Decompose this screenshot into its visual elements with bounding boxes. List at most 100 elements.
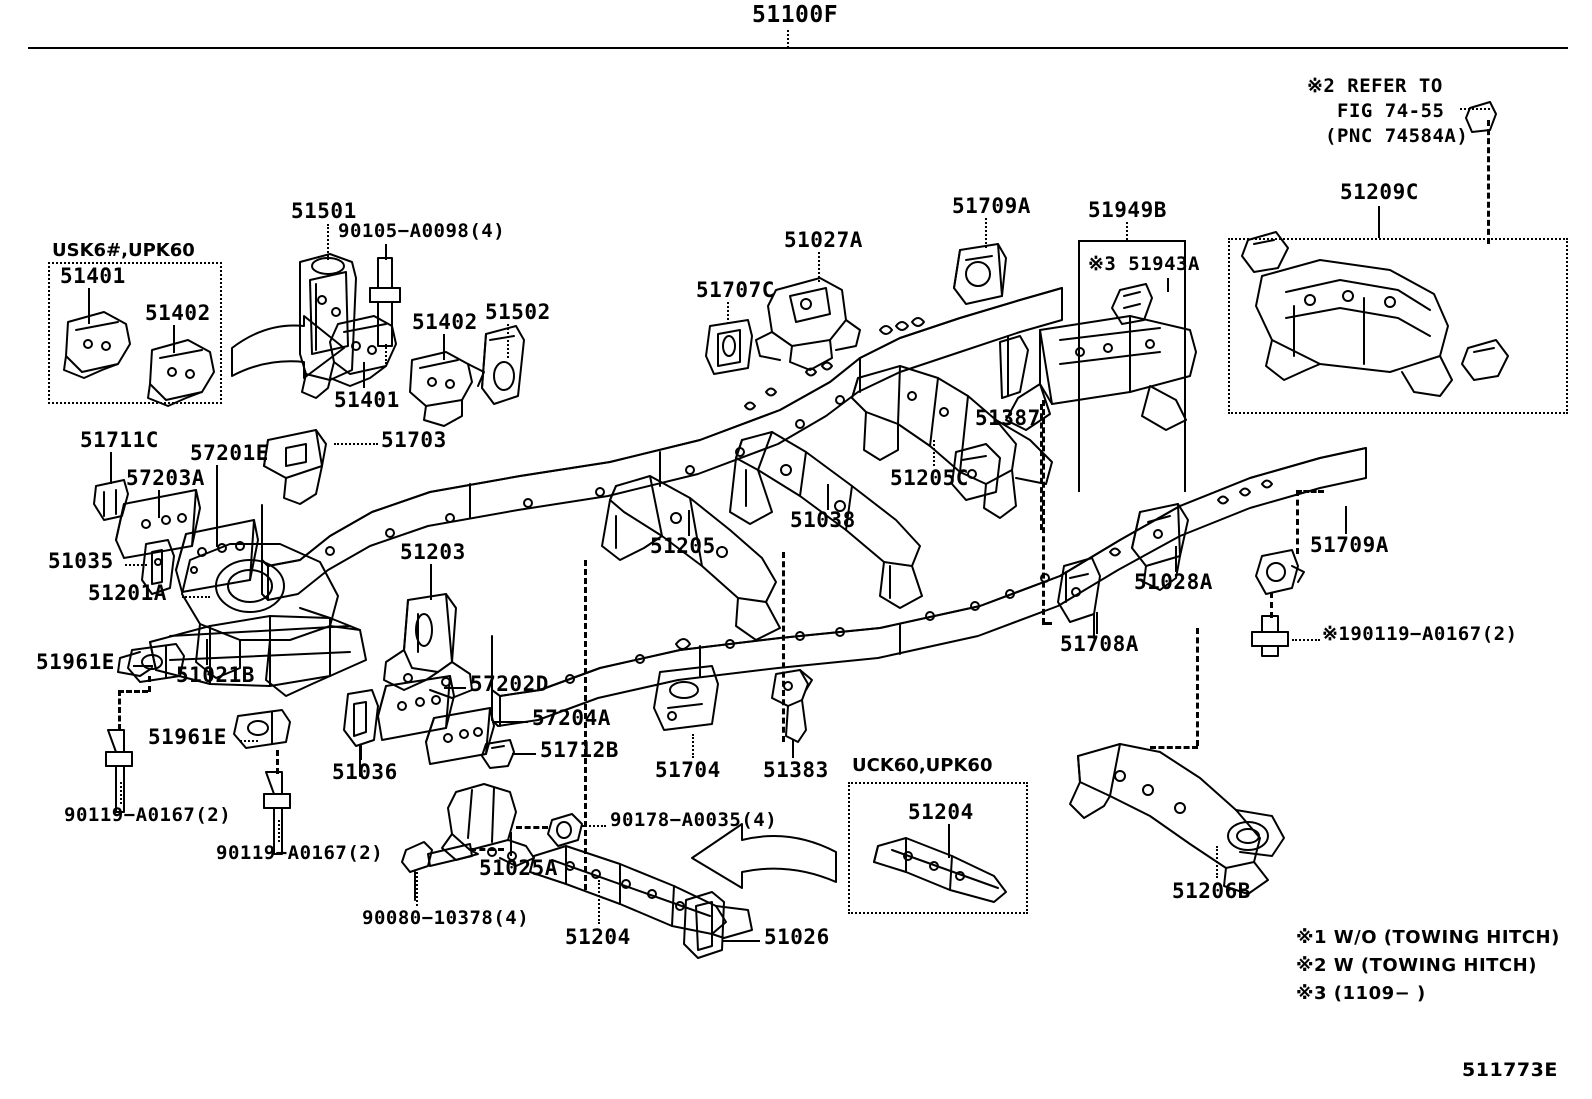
bracket-51502 <box>482 326 524 404</box>
legend-note-1: ※1 W/O (TOWING HITCH) <box>1296 927 1560 948</box>
callout-51961e-upper: 51961E <box>36 650 115 674</box>
crossmember-51205 <box>602 476 780 640</box>
callout-51707c: 51707C <box>696 278 775 302</box>
leader-57203a <box>158 490 160 518</box>
leader-51201a <box>182 596 210 598</box>
leader-51502 <box>507 324 509 358</box>
bracket-51383 <box>772 670 812 742</box>
leader-51961e-dash3 <box>276 750 279 774</box>
leader-190119 <box>1292 639 1320 641</box>
leader-refer-h <box>1460 108 1490 110</box>
leader-51026 <box>722 940 760 942</box>
leader-51206b <box>1216 846 1218 878</box>
leader-57201e <box>216 465 218 547</box>
leader-51961e-upper <box>133 665 153 667</box>
clip-51943a <box>1112 284 1152 324</box>
leader-51401-inset <box>88 288 90 324</box>
leader-90119-left <box>120 782 122 804</box>
leader-51025a <box>510 832 512 856</box>
frame-rail-left <box>262 288 1062 600</box>
part-51402-inset-art <box>148 340 214 406</box>
clip-51961e-upper <box>128 644 184 682</box>
callout-51502: 51502 <box>485 300 551 324</box>
leader-51204-inset <box>948 824 950 858</box>
leader-51709a-right-dash <box>1296 490 1299 554</box>
callout-51038: 51038 <box>790 508 856 532</box>
bracket-51402-main <box>410 352 484 426</box>
leader-51961e-dash1 <box>118 690 121 730</box>
bracket-51401-main <box>330 316 396 386</box>
leader-51943a-down <box>1042 400 1045 624</box>
part-51401-inset-art <box>64 312 130 378</box>
leader-bolt190119-dash <box>1270 592 1273 618</box>
leader-51949b <box>1126 222 1128 240</box>
leader-51709a-top <box>985 218 987 248</box>
callout-57202d: 57202D <box>470 672 549 696</box>
callout-51021b: 51021B <box>176 663 255 687</box>
leader-51711c <box>110 452 112 484</box>
nut-90178-a0035 <box>548 814 582 846</box>
rear-crossmember-upper <box>1000 316 1196 430</box>
callout-57203a: 57203A <box>126 466 205 490</box>
refer-note-line1: ※2 REFER TO <box>1307 75 1443 97</box>
leader-51204-main <box>598 880 600 924</box>
callout-51026: 51026 <box>764 925 830 949</box>
assembly-arrow-upper <box>232 316 344 378</box>
inset-box-usk6 <box>48 262 222 404</box>
bolt-190119-a0167 <box>1252 616 1288 656</box>
leader-51501 <box>327 224 329 260</box>
part-51204-inset-art <box>874 838 1006 902</box>
part-51209c-art <box>1242 102 1508 396</box>
bracket-51205c <box>852 366 1052 518</box>
leader-57202d <box>444 687 466 689</box>
callout-51401-inset: 51401 <box>60 264 126 288</box>
bracket-51028a <box>1132 504 1188 590</box>
leader-51027a <box>818 252 820 282</box>
leader-51703 <box>334 443 378 445</box>
leader-90080-dash <box>470 848 504 851</box>
leader-51035 <box>125 564 147 566</box>
leader-title <box>787 30 789 48</box>
leader-51712b <box>512 753 536 755</box>
bracket-51027a <box>756 278 860 370</box>
plate-57204a <box>426 708 494 764</box>
callout-51203: 51203 <box>400 540 466 564</box>
leader-90119-right <box>278 820 280 842</box>
callout-90119-right: 90119−A0167(2) <box>216 842 384 864</box>
callout-51711c: 51711C <box>80 428 159 452</box>
leader-51021b <box>206 639 208 665</box>
leader-51205 <box>688 510 690 536</box>
plate-57202d <box>378 676 454 740</box>
callout-90119-left: 90119−A0167(2) <box>64 804 232 826</box>
plate-57201e <box>176 520 258 592</box>
leader-51704 <box>692 734 694 758</box>
callout-51949b: 51949B <box>1088 198 1167 222</box>
leader-refer-v <box>1487 120 1490 244</box>
leader-51038 <box>827 484 829 510</box>
callout-57201e: 57201E <box>190 441 269 465</box>
bracket-51026 <box>684 892 724 958</box>
callout-51027a: 51027A <box>784 228 863 252</box>
separator-dash-center <box>584 560 587 890</box>
callout-51401-main: 51401 <box>334 388 400 412</box>
callout-51028a: 51028A <box>1134 570 1213 594</box>
bolt-90119-a0167-right <box>264 772 290 854</box>
bracket-51707c <box>706 320 752 374</box>
leader-90080 <box>416 872 418 906</box>
detail-51387 <box>952 444 1000 500</box>
bracket-51704 <box>654 666 718 730</box>
frame-rail-right <box>492 448 1366 726</box>
legend-note-3: ※3 (1109− ) <box>1296 983 1426 1004</box>
leader-51402-inset <box>173 325 175 353</box>
title-rule <box>28 47 1568 49</box>
bolt-90119-a0167-left <box>106 730 132 812</box>
callout-51501: 51501 <box>291 199 357 223</box>
clip-51961e-lower <box>234 710 290 748</box>
callout-51712b: 51712B <box>540 738 619 762</box>
inset-box-51209c <box>1228 238 1568 414</box>
bolt-90080-10378 <box>402 842 472 900</box>
callout-51201a: 51201A <box>88 581 167 605</box>
callout-51035: 51035 <box>48 549 114 573</box>
callout-51703: 51703 <box>381 428 447 452</box>
